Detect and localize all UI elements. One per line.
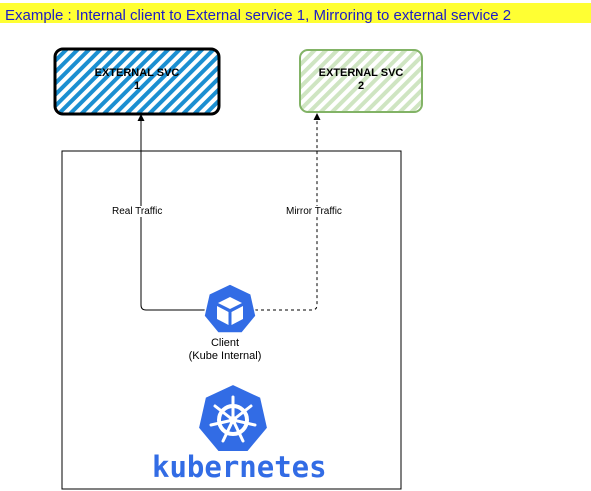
external-svc-1-label: EXTERNAL SVC 1 (55, 67, 219, 93)
external-svc-1-line2: 1 (133, 80, 141, 92)
mirror-traffic-arrowhead (313, 113, 321, 120)
mirror-traffic-edge (255, 119, 318, 311)
real-traffic-label: Real Traffic (110, 206, 165, 217)
client-label: Client (Kube Internal) (155, 337, 295, 363)
external-svc-1-box[interactable] (53, 47, 221, 116)
title-banner: Example : Internal client to External se… (0, 3, 591, 24)
external-svc-2-box[interactable] (299, 49, 423, 113)
kubernetes-wordmark: kubernetes (152, 450, 327, 484)
diagram-title: Example : Internal client to External se… (5, 7, 512, 24)
real-traffic-edge (140, 120, 205, 311)
external-svc-1-line1: EXTERNAL SVC (94, 67, 180, 79)
real-traffic-arrowhead (137, 114, 145, 121)
mirror-traffic-label: Mirror Traffic (284, 206, 344, 217)
cube-icon[interactable] (203, 283, 257, 334)
client-label-line1: Client (210, 337, 240, 349)
external-svc-2-line1: EXTERNAL SVC (318, 67, 404, 79)
external-svc-2-label: EXTERNAL SVC 2 (300, 67, 422, 93)
client-label-line2: (Kube Internal) (188, 350, 262, 362)
helm-wheel-icon (196, 382, 270, 453)
external-svc-2-line2: 2 (357, 80, 365, 92)
